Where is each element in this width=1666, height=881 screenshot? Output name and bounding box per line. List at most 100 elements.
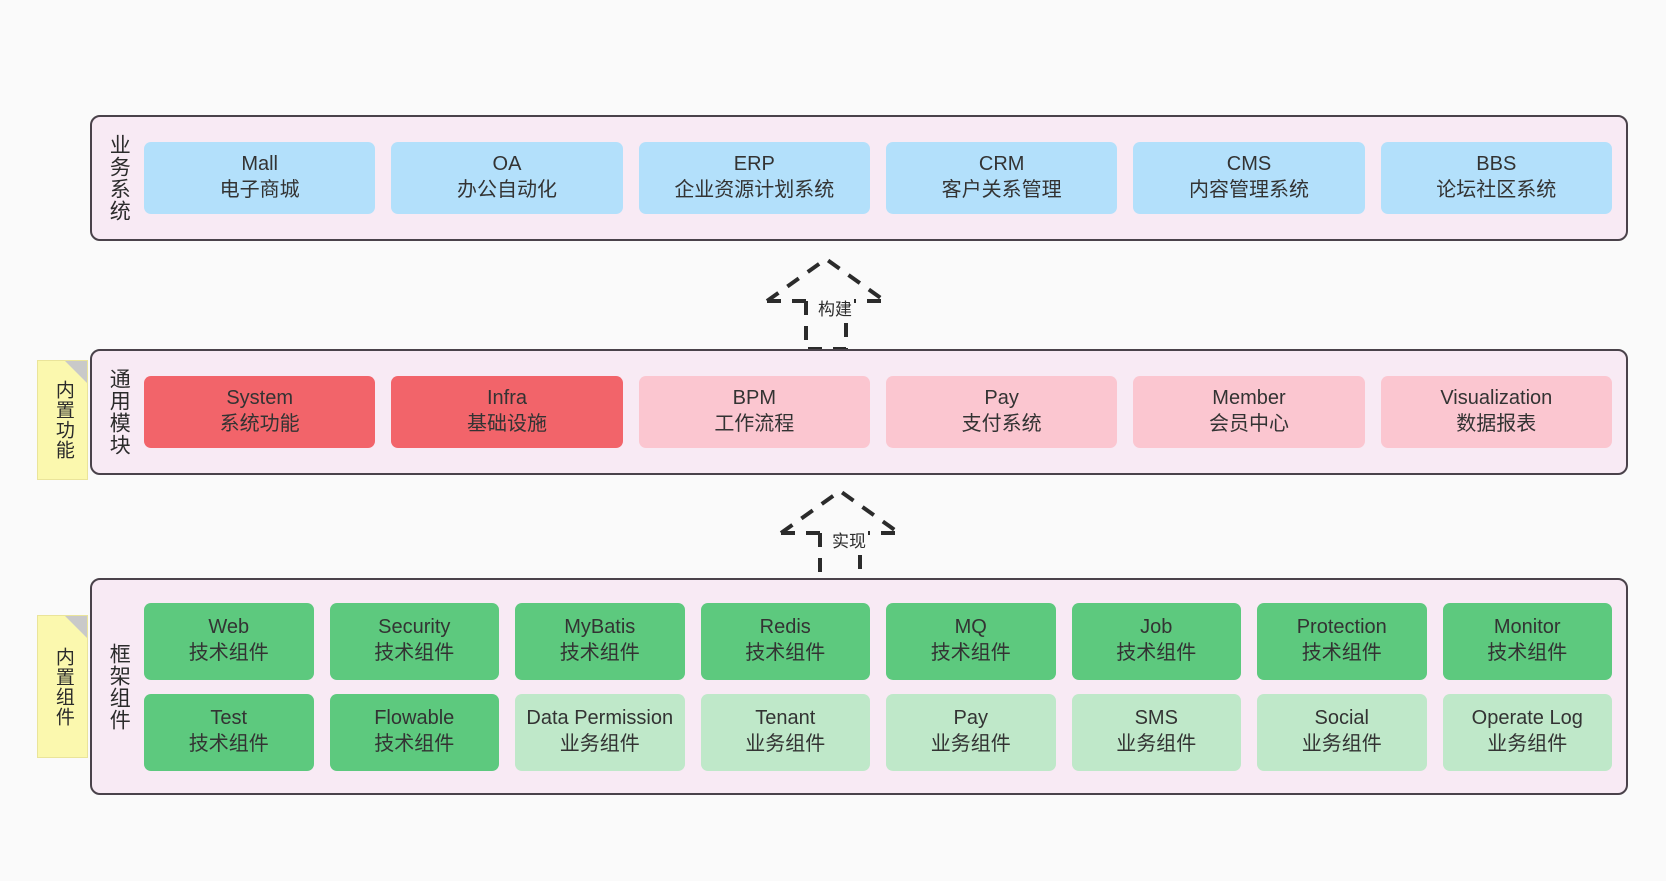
note-builtin-function-label: 内置功能 — [52, 380, 74, 460]
card-mq-name: MQ — [954, 616, 987, 639]
card-redis-desc: 技术组件 — [745, 642, 826, 664]
card-sms-desc: 业务组件 — [1116, 733, 1197, 755]
card-pay-component-desc: 业务组件 — [930, 733, 1011, 755]
card-monitor-name: Monitor — [1493, 616, 1561, 639]
card-bpm-desc: 工作流程 — [714, 413, 795, 435]
card-security-desc: 技术组件 — [374, 642, 455, 664]
card-data-permission[interactable]: Data Permission 业务组件 — [515, 693, 685, 771]
note-builtin-function: 内置功能 — [37, 360, 88, 480]
card-mq-desc: 技术组件 — [930, 642, 1011, 664]
card-operate-log-name: Operate Log — [1471, 707, 1583, 730]
note-fold-corner-icon — [65, 616, 87, 638]
card-mall[interactable]: Mall 电子商城 — [144, 142, 376, 214]
layer-common-module-title: 通用模块 — [107, 368, 131, 456]
card-mall-desc: 电子商城 — [219, 179, 300, 201]
card-infra-name: Infra — [486, 387, 527, 410]
note-fold-corner-icon — [65, 361, 87, 383]
card-erp[interactable]: ERP 企业资源计划系统 — [638, 142, 870, 214]
card-data-permission-name: Data Permission — [526, 707, 674, 730]
layer-common-module-cards: System 系统功能 Infra 基础设施 BPM 工作流程 Pay 支付系统… — [144, 351, 1626, 473]
layer-framework-component-cards: Web 技术组件 Security 技术组件 MyBatis 技术组件 Redi… — [144, 580, 1626, 793]
card-system-name: System — [226, 387, 293, 410]
card-web[interactable]: Web 技术组件 — [144, 602, 314, 680]
layer-common-module: 通用模块 System 系统功能 Infra 基础设施 BPM 工作流程 Pay… — [90, 349, 1628, 475]
layer-business-system: 业务系统 Mall 电子商城 OA 办公自动化 ERP 企业资源计划系统 CRM… — [90, 115, 1628, 241]
card-mq[interactable]: MQ 技术组件 — [886, 602, 1056, 680]
card-pay-module-name: Pay — [984, 387, 1019, 410]
card-tenant-desc: 业务组件 — [745, 733, 826, 755]
card-tenant-name: Tenant — [755, 707, 816, 730]
card-mybatis-name: MyBatis — [564, 616, 636, 639]
card-bpm-name: BPM — [732, 387, 776, 410]
card-social[interactable]: Social 业务组件 — [1257, 693, 1427, 771]
card-bpm[interactable]: BPM 工作流程 — [638, 376, 870, 448]
card-crm[interactable]: CRM 客户关系管理 — [885, 142, 1118, 214]
card-bbs[interactable]: BBS 论坛社区系统 — [1380, 142, 1612, 214]
card-pay-component-name: Pay — [953, 707, 988, 730]
card-job-name: Job — [1140, 616, 1173, 639]
card-protection[interactable]: Protection 技术组件 — [1257, 602, 1427, 680]
card-oa[interactable]: OA 办公自动化 — [391, 142, 623, 214]
card-cms-desc: 内容管理系统 — [1188, 179, 1309, 201]
card-pay-component[interactable]: Pay 业务组件 — [886, 693, 1056, 771]
card-social-desc: 业务组件 — [1301, 733, 1382, 755]
card-oa-desc: 办公自动化 — [456, 179, 557, 201]
card-crm-desc: 客户关系管理 — [941, 179, 1062, 201]
card-job[interactable]: Job 技术组件 — [1071, 602, 1241, 680]
card-crm-name: CRM — [978, 153, 1025, 176]
arrow-build-label: 构建 — [816, 295, 854, 320]
card-mybatis-desc: 技术组件 — [559, 642, 640, 664]
card-cms-name: CMS — [1226, 153, 1272, 176]
card-oa-name: OA — [492, 153, 522, 176]
card-member-desc: 会员中心 — [1208, 413, 1289, 435]
card-system[interactable]: System 系统功能 — [144, 376, 376, 448]
card-mall-name: Mall — [241, 153, 278, 176]
card-protection-name: Protection — [1296, 616, 1387, 639]
card-web-desc: 技术组件 — [188, 642, 269, 664]
card-sms-name: SMS — [1134, 707, 1178, 730]
card-cms[interactable]: CMS 内容管理系统 — [1133, 142, 1365, 214]
arrow-implement-label: 实现 — [830, 527, 868, 552]
card-redis-name: Redis — [759, 616, 811, 639]
card-member[interactable]: Member 会员中心 — [1133, 376, 1365, 448]
layer-framework-component-title: 框架组件 — [107, 642, 131, 731]
layer-business-system-cards: Mall 电子商城 OA 办公自动化 ERP 企业资源计划系统 CRM 客户关系… — [144, 117, 1626, 239]
card-flowable[interactable]: Flowable 技术组件 — [329, 693, 499, 771]
card-flowable-name: Flowable — [374, 707, 455, 730]
card-security[interactable]: Security 技术组件 — [329, 602, 499, 680]
framework-row-business: Test 技术组件 Flowable 技术组件 Data Permission … — [144, 693, 1612, 771]
card-visualization-name: Visualization — [1440, 387, 1553, 410]
card-protection-desc: 技术组件 — [1301, 642, 1382, 664]
card-visualization[interactable]: Visualization 数据报表 — [1380, 376, 1612, 448]
card-job-desc: 技术组件 — [1116, 642, 1197, 664]
card-data-permission-desc: 业务组件 — [559, 733, 640, 755]
card-monitor-desc: 技术组件 — [1487, 642, 1568, 664]
card-test-name: Test — [210, 707, 248, 730]
card-infra[interactable]: Infra 基础设施 — [391, 376, 623, 448]
card-operate-log[interactable]: Operate Log 业务组件 — [1442, 693, 1612, 771]
arrow-build: 构建 — [758, 253, 918, 353]
card-visualization-desc: 数据报表 — [1456, 413, 1537, 435]
note-builtin-component: 内置组件 — [37, 615, 88, 758]
card-monitor[interactable]: Monitor 技术组件 — [1442, 602, 1612, 680]
framework-row-technical: Web 技术组件 Security 技术组件 MyBatis 技术组件 Redi… — [144, 602, 1612, 680]
card-bbs-desc: 论坛社区系统 — [1436, 179, 1557, 201]
card-erp-name: ERP — [733, 153, 775, 176]
card-flowable-desc: 技术组件 — [374, 733, 455, 755]
card-pay-module[interactable]: Pay 支付系统 — [885, 376, 1118, 448]
card-test[interactable]: Test 技术组件 — [144, 693, 314, 771]
card-redis[interactable]: Redis 技术组件 — [700, 602, 870, 680]
card-infra-desc: 基础设施 — [466, 413, 547, 435]
layer-business-system-title: 业务系统 — [107, 134, 131, 222]
card-web-name: Web — [208, 616, 250, 639]
card-test-desc: 技术组件 — [188, 733, 269, 755]
card-bbs-name: BBS — [1476, 153, 1517, 176]
card-mybatis[interactable]: MyBatis 技术组件 — [515, 602, 685, 680]
card-tenant[interactable]: Tenant 业务组件 — [700, 693, 870, 771]
card-member-name: Member — [1212, 387, 1286, 410]
card-sms[interactable]: SMS 业务组件 — [1071, 693, 1241, 771]
card-pay-module-desc: 支付系统 — [961, 413, 1042, 435]
note-builtin-component-label: 内置组件 — [52, 646, 74, 727]
card-operate-log-desc: 业务组件 — [1487, 733, 1568, 755]
